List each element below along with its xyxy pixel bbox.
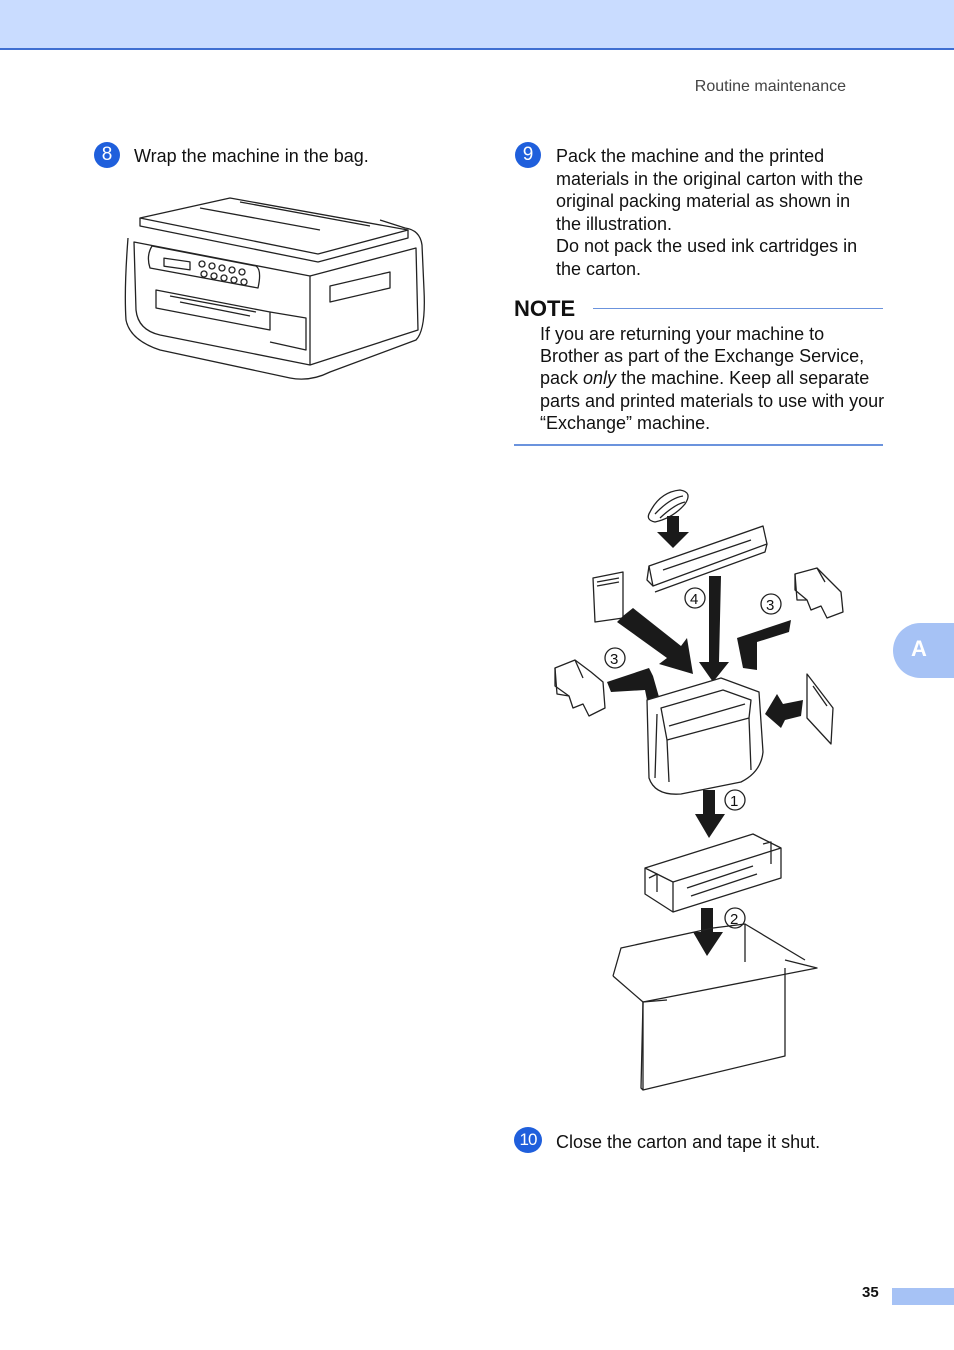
- appendix-tab: A: [893, 623, 954, 678]
- step-9-line: original packing material as shown in: [556, 191, 851, 211]
- step-9-line: the illustration.: [556, 213, 673, 234]
- top-banner: [0, 0, 954, 50]
- note-title: NOTE: [514, 296, 576, 321]
- packing-diagram-illustration: 4 3 3 1 2: [554, 489, 844, 1091]
- svg-text:3: 3: [766, 597, 774, 614]
- svg-text:2: 2: [730, 911, 738, 928]
- printer-in-bag-illustration: [124, 197, 425, 380]
- footer-bar: [892, 1288, 954, 1305]
- note-divider-top: [593, 308, 883, 309]
- step-10-text: Close the carton and tape it shut.: [556, 1132, 821, 1152]
- step-9-text: Pack the machine and the printed materia…: [556, 145, 896, 280]
- note-text-emphasis: only: [583, 368, 617, 389]
- svg-text:4: 4: [690, 591, 698, 608]
- callout-3-right: [760, 593, 782, 615]
- note-text: If you are returning your machine to Bro…: [540, 323, 885, 434]
- step-9-line: the carton.: [556, 258, 642, 279]
- callout-3-left: [604, 647, 626, 669]
- note-text-before: If you are returning your machine to Bro…: [540, 324, 865, 389]
- step-9-line: Pack the machine and the printed: [556, 146, 825, 166]
- step-9-line: Do not pack the used ink cartridges in: [556, 236, 858, 256]
- note-text-after: the machine. Keep all separate parts and…: [540, 368, 885, 433]
- step-9-badge: 9: [515, 142, 541, 168]
- callout-1: [724, 789, 746, 811]
- callout-4: [684, 587, 706, 609]
- svg-text:1: 1: [730, 793, 738, 810]
- svg-text:3: 3: [610, 651, 618, 668]
- step-9-line: materials in the original carton with th…: [556, 168, 864, 189]
- note-divider-bottom: [514, 444, 883, 446]
- callout-2: [724, 907, 746, 929]
- appendix-tab-label: A: [911, 636, 927, 661]
- page-number: 35: [862, 1284, 879, 1301]
- step-8-badge: 8: [94, 142, 120, 168]
- section-title: Routine maintenance: [694, 78, 846, 95]
- step-8-text: Wrap the machine in the bag.: [134, 146, 369, 166]
- step-10-badge: 10: [514, 1127, 542, 1153]
